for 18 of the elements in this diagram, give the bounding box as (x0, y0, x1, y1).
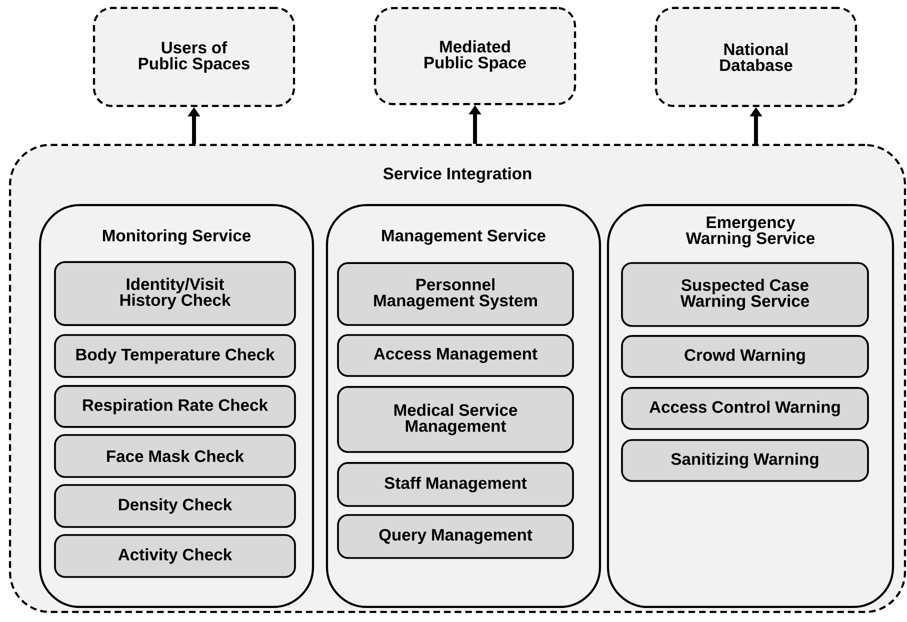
output-box: National Database (654, 6, 858, 108)
function-box: Density Check (54, 484, 296, 528)
function-box: Body Temperature Check (54, 334, 296, 378)
function-box: Personnel Management System (337, 262, 574, 326)
function-box: Suspected Case Warning Service (621, 262, 869, 327)
function-box: Face Mask Check (54, 434, 296, 478)
function-box: Activity Check (54, 534, 296, 578)
function-box: Staff Management (337, 462, 574, 507)
function-box: Query Management (337, 514, 574, 559)
function-box: Crowd Warning (621, 335, 869, 378)
output-box: Mediated Public Space (374, 6, 576, 106)
function-box: Medical Service Management (337, 386, 574, 453)
function-box: Access Management (337, 334, 574, 377)
output-box: Users of Public Spaces (92, 6, 296, 108)
function-box: Access Control Warning (621, 387, 869, 430)
function-box: Sanitizing Warning (621, 439, 869, 482)
function-box: Identity/Visit History Check (54, 261, 296, 326)
function-box: Respiration Rate Check (54, 385, 296, 428)
